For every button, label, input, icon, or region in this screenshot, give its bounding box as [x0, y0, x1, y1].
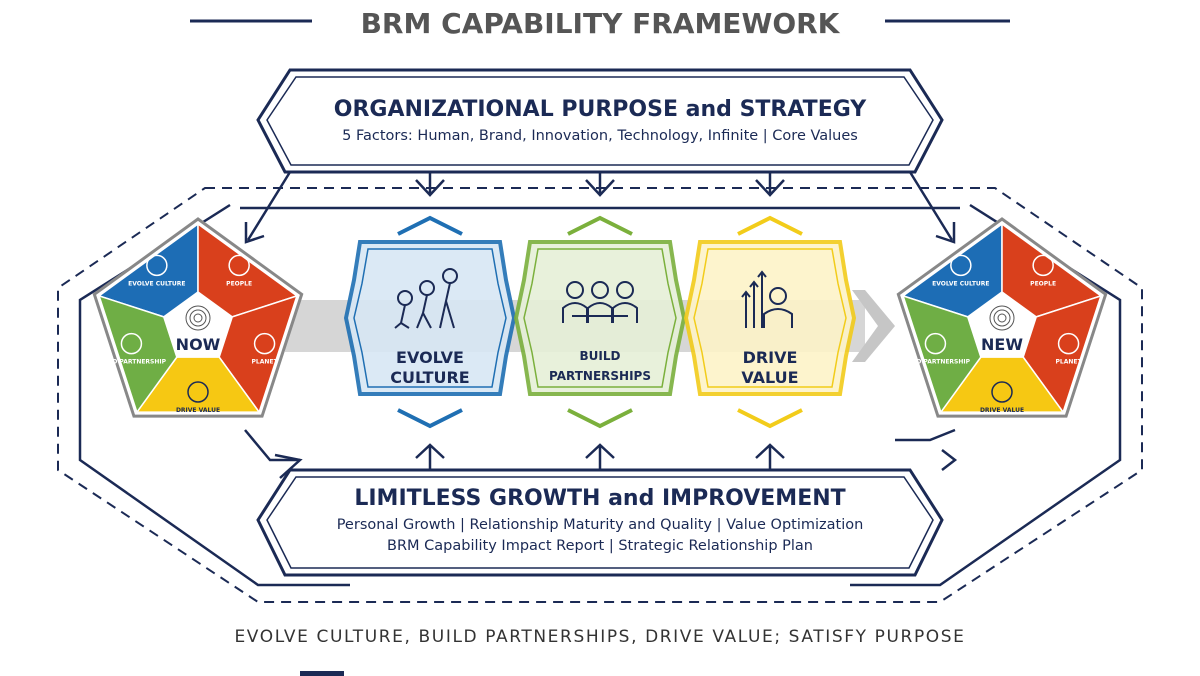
chevron-up-icon — [737, 215, 803, 236]
bottom-box-line-1: Personal Growth | Relationship Maturity … — [337, 517, 864, 533]
growth-icon — [991, 381, 1013, 403]
top-box-subtitle: 5 Factors: Human, Brand, Innovation, Tec… — [342, 128, 858, 144]
footer-accent-bar — [300, 671, 344, 676]
chevron-up-icon — [567, 215, 633, 236]
person-circle-icon — [228, 254, 250, 277]
pentagon-segment-label: BUILD PARTNERSHIP — [97, 359, 167, 366]
pentagon-center-label: NEW — [981, 335, 1023, 354]
team-meeting-icon — [562, 281, 638, 323]
people-icon — [146, 254, 168, 277]
footer-tagline: EVOLVE CULTURE, BUILD PARTNERSHIPS, DRIV… — [234, 627, 965, 647]
globe-icon — [1057, 332, 1080, 355]
diagram-title: BRM CAPABILITY FRAMEWORK — [361, 7, 841, 40]
pentagon-segment-label: PEOPLE — [1030, 280, 1056, 287]
badge-frame — [343, 240, 517, 396]
pentagon-segment-label: EVOLVE CULTURE — [128, 280, 185, 287]
bottom-box: LIMITLESS GROWTH and IMPROVEMENT Persona… — [256, 468, 944, 577]
pentagon-segment-label: DRIVE VALUE — [176, 407, 220, 414]
target-icon — [185, 305, 211, 331]
team-icon — [120, 332, 143, 355]
people-icon — [950, 254, 972, 277]
badge-frame — [513, 240, 687, 396]
growth-icon — [187, 381, 209, 403]
badge-inner-frame — [523, 248, 677, 388]
pentagon-segment-label: EVOLVE CULTURE — [932, 280, 989, 287]
top-box-title: ORGANIZATIONAL PURPOSE and STRATEGY — [334, 97, 868, 122]
badge-label-line-1: DRIVE — [743, 348, 798, 367]
capability-badge: BUILD PARTNERSHIPS — [513, 215, 687, 429]
badge-inner-frame — [353, 248, 507, 388]
badge-frame — [683, 240, 857, 396]
pentagon-segment-label: BUILD PARTNERSHIP — [901, 359, 971, 366]
capability-pentagons: EVOLVE CULTURE PEOPLE PLANET DRIVE VALUE BUI… — [92, 217, 1108, 418]
pentagon-segment-label: PLANET — [252, 359, 279, 366]
pentagon-segment-label: PEOPLE — [226, 280, 252, 287]
chevron-down-icon — [737, 408, 803, 429]
people-evolving-icon — [394, 268, 458, 329]
badge-inner-frame — [693, 248, 847, 388]
badge-label-line-2: PARTNERSHIPS — [549, 369, 651, 383]
person-growth-arrows-icon — [741, 270, 793, 328]
team-icon — [924, 332, 947, 355]
outer-dashed-frame — [57, 187, 1143, 603]
bottom-box-line-2: BRM Capability Impact Report | Strategic… — [387, 538, 813, 554]
pentagon-center-label: NOW — [176, 335, 221, 354]
top-box: ORGANIZATIONAL PURPOSE and STRATEGY 5 Fa… — [256, 68, 944, 174]
pentagon-segment-label: DRIVE VALUE — [980, 407, 1024, 414]
badge-label-line-2: VALUE — [741, 368, 798, 387]
chevron-up-icon — [397, 215, 463, 236]
top-down-arrows — [244, 171, 956, 244]
chevron-down-icon — [567, 408, 633, 429]
globe-icon — [253, 332, 276, 355]
chevron-down-icon — [397, 408, 463, 429]
badge-label-line-2: CULTURE — [390, 368, 469, 387]
pentagon-segment-label: PLANET — [1056, 359, 1083, 366]
pentagon-center — [967, 292, 1037, 358]
person-circle-icon — [1032, 254, 1054, 277]
target-icon — [989, 305, 1015, 331]
pentagon-new: EVOLVE CULTURE PEOPLE PLANET DRIVE VALUE BUI… — [896, 217, 1108, 418]
badge-label-line-1: EVOLVE — [396, 348, 464, 367]
pentagon-now: EVOLVE CULTURE PEOPLE PLANET DRIVE VALUE BUI… — [92, 217, 304, 418]
bottom-up-arrows — [244, 428, 958, 479]
bottom-box-title: LIMITLESS GROWTH and IMPROVEMENT — [354, 486, 845, 511]
badge-label-line-1: BUILD — [580, 349, 621, 363]
pentagon-center — [163, 292, 233, 358]
